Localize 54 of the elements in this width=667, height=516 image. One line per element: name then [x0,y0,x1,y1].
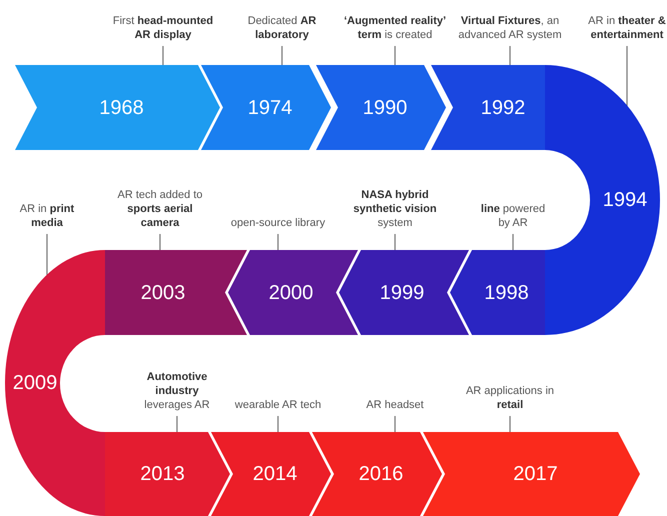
year-label: 1974 [248,96,292,118]
year-label: 2000 [268,282,314,304]
event-caption: AR applications in retail [460,384,560,412]
leader-line [159,234,161,250]
timeline-arrow-segment [339,250,469,335]
timeline-arrow-segment [211,432,331,516]
leader-line [277,234,279,250]
leader-line [509,46,511,65]
year-label: 2013 [140,463,185,485]
event-caption: AR headset [340,398,450,412]
timeline-arrow-segment [545,65,660,335]
timeline-arrow-segment [423,432,640,516]
event-caption: line powered by AR [474,202,552,230]
event-caption: Automotive industry leverages AR [132,370,222,412]
year-label: 2003 [140,282,186,304]
event-caption: AR tech added to sports aerial camera [114,188,206,230]
timeline-arrow-segment [15,65,220,150]
year-label: 2014 [252,463,298,485]
leader-line [162,46,164,65]
year-label: 1994 [602,189,648,211]
timeline-arrow-segment [228,250,358,335]
timeline-arrow-segment [105,432,230,516]
timeline-arrow-segment [450,250,545,335]
event-caption: AR in theater & entertainment [588,14,666,42]
event-caption: AR in print media [8,202,86,230]
year-label: 2016 [358,463,404,485]
leader-line [281,46,283,65]
event-caption: open-source library [223,216,333,230]
year-label: 2017 [513,463,558,485]
year-label: 1998 [484,282,529,304]
event-caption: wearable AR tech [228,398,328,412]
leader-line [626,46,628,107]
leader-line [394,46,396,65]
leader-line [512,234,514,250]
timeline-arrow-segment [316,65,446,150]
timeline-arrow-segment [312,432,442,516]
leader-line [176,416,178,432]
leader-line [46,234,48,275]
timeline-arrow-segment [431,65,545,150]
timeline-arrow-segment [201,65,331,150]
leader-line [509,416,511,432]
timeline-arrow-segment [5,250,105,516]
year-label: 1968 [99,96,144,118]
event-caption: NASA hybrid synthetic vision system [345,188,445,230]
year-label: 1999 [380,282,424,304]
leader-line [394,416,396,432]
year-label: 2009 [12,372,58,394]
event-caption: First head-mounted AR display [108,14,218,42]
leader-line [394,234,396,250]
year-label: 1990 [362,96,408,118]
timeline-arrow-segment [105,250,247,335]
year-label: 1992 [480,96,526,118]
leader-line [277,416,279,432]
event-caption: Dedicated AR laboratory [232,14,332,42]
